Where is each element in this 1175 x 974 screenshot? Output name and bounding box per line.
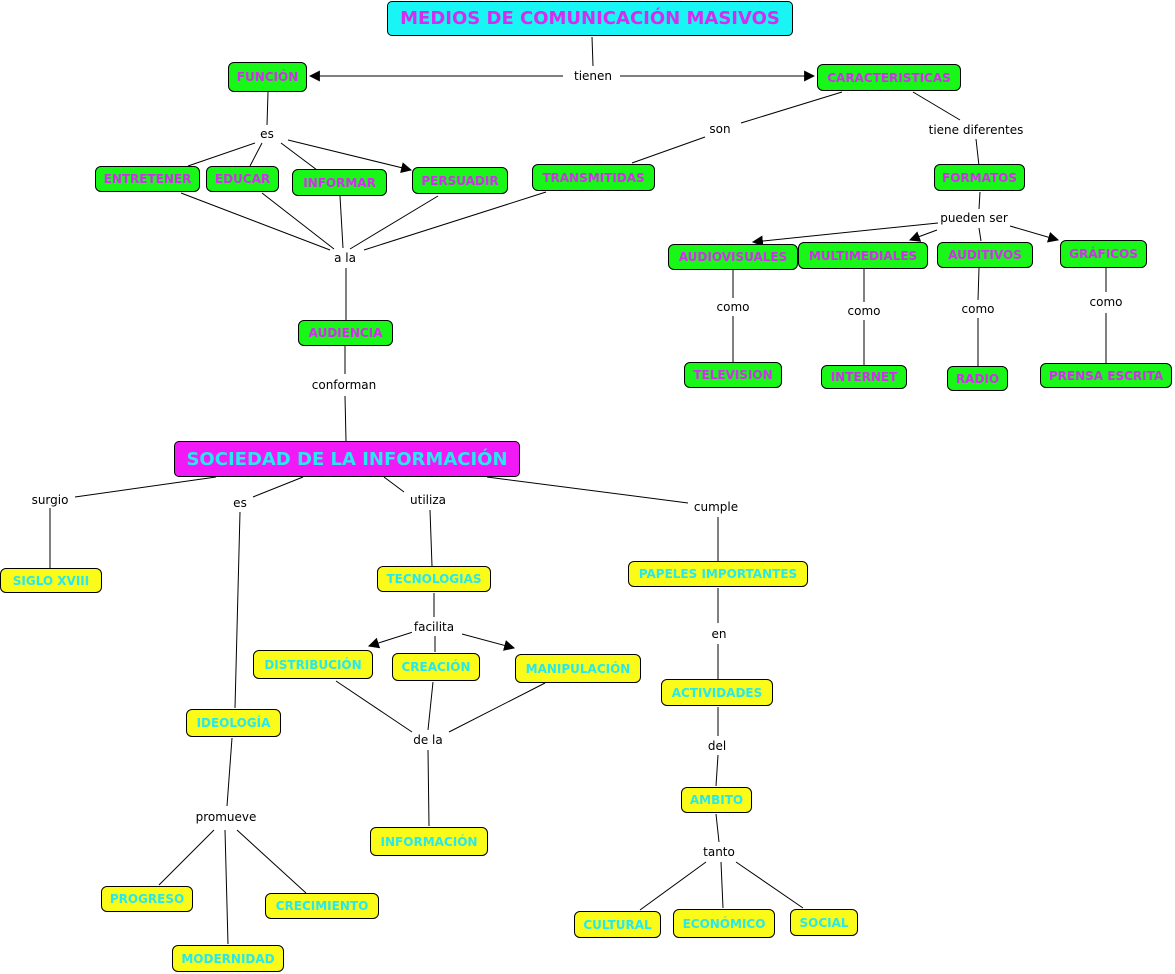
link-promueve: promueve: [193, 810, 259, 824]
concept-funcion[interactable]: FUNCIÓN: [228, 62, 307, 92]
concept-persuadir[interactable]: PERSUADIR: [412, 167, 508, 194]
link-cumple: cumple: [691, 500, 741, 514]
link-son: son: [707, 122, 733, 136]
concept-ideologia[interactable]: IDEOLOGÍA: [186, 709, 281, 737]
concept-caracteristicas[interactable]: CARACTERISTICAS: [817, 64, 961, 91]
concept-progreso[interactable]: PROGRESO: [101, 886, 193, 912]
concept-informar[interactable]: INFORMAR: [292, 169, 387, 196]
link-como-multimediales: como: [845, 304, 883, 318]
link-utiliza: utiliza: [408, 493, 448, 507]
concept-audiovisuales[interactable]: AUDIOVISUALES: [668, 244, 798, 270]
concept-distribucion[interactable]: DISTRIBUCIÓN: [253, 650, 373, 679]
link-del: del: [705, 739, 729, 753]
concept-modernidad[interactable]: MODERNIDAD: [172, 945, 284, 972]
link-es-funcion: es: [258, 127, 276, 141]
concept-sociedad-de-la-informacion[interactable]: SOCIEDAD DE LA INFORMACIÓN: [174, 441, 520, 477]
concept-papeles-importantes[interactable]: PAPELES IMPORTANTES: [628, 561, 808, 587]
concept-crecimiento[interactable]: CRECIMIENTO: [265, 893, 379, 919]
link-en: en: [709, 627, 729, 641]
concept-creacion[interactable]: CREACIÓN: [392, 653, 480, 681]
link-de-la: de la: [411, 733, 445, 747]
link-es-sociedad: es: [231, 496, 249, 510]
link-como-auditivos: como: [959, 302, 997, 316]
concept-audiencia[interactable]: AUDIENCIA: [298, 320, 393, 346]
concept-prensa-escrita[interactable]: PRENSA ESCRITA: [1040, 363, 1172, 388]
link-como-audiovisuales: como: [714, 300, 752, 314]
link-a-la: a la: [332, 251, 358, 265]
concept-transmitidas[interactable]: TRANSMITIDAS: [532, 164, 655, 191]
link-como-graficos: como: [1087, 295, 1125, 309]
concept-multimediales[interactable]: MULTIMEDIALES: [798, 242, 928, 269]
concept-radio[interactable]: RADIO: [947, 366, 1008, 391]
concept-formatos[interactable]: FORMATOS: [934, 164, 1025, 191]
link-facilita: facilita: [411, 620, 457, 634]
concept-educar[interactable]: EDUCAR: [206, 166, 279, 192]
concept-television[interactable]: TELEVISION: [684, 362, 782, 388]
concept-manipulacion[interactable]: MANIPULACIÓN: [515, 654, 641, 683]
concept-medios-de-comunicacion[interactable]: MEDIOS DE COMUNICACIÓN MASIVOS: [387, 1, 793, 36]
concept-informacion[interactable]: INFORMACIÓN: [370, 827, 488, 856]
concept-economico[interactable]: ECONÓMICO: [673, 909, 775, 938]
link-tiene-diferentes: tiene diferentes: [926, 123, 1026, 137]
concept-tecnologias[interactable]: TECNOLOGIAS: [377, 566, 491, 592]
concept-social[interactable]: SOCIAL: [790, 909, 858, 936]
concept-actividades[interactable]: ACTIVIDADES: [661, 679, 773, 706]
concept-cultural[interactable]: CULTURAL: [574, 911, 661, 938]
concept-graficos[interactable]: GRÁFICOS: [1060, 240, 1147, 268]
link-tienen: tienen: [571, 69, 615, 83]
concept-siglo-xviii[interactable]: SIGLO XVIII: [0, 568, 102, 593]
link-pueden-ser: pueden ser: [938, 211, 1010, 225]
link-surgio: surgio: [29, 493, 71, 507]
link-tanto: tanto: [701, 845, 737, 859]
concept-entretener[interactable]: ENTRETENER: [95, 166, 200, 192]
concept-auditivos[interactable]: AUDITIVOS: [937, 242, 1033, 268]
concept-ambito[interactable]: AMBITO: [681, 787, 752, 813]
link-conforman: conforman: [309, 378, 379, 392]
concept-internet[interactable]: INTERNET: [821, 365, 907, 389]
